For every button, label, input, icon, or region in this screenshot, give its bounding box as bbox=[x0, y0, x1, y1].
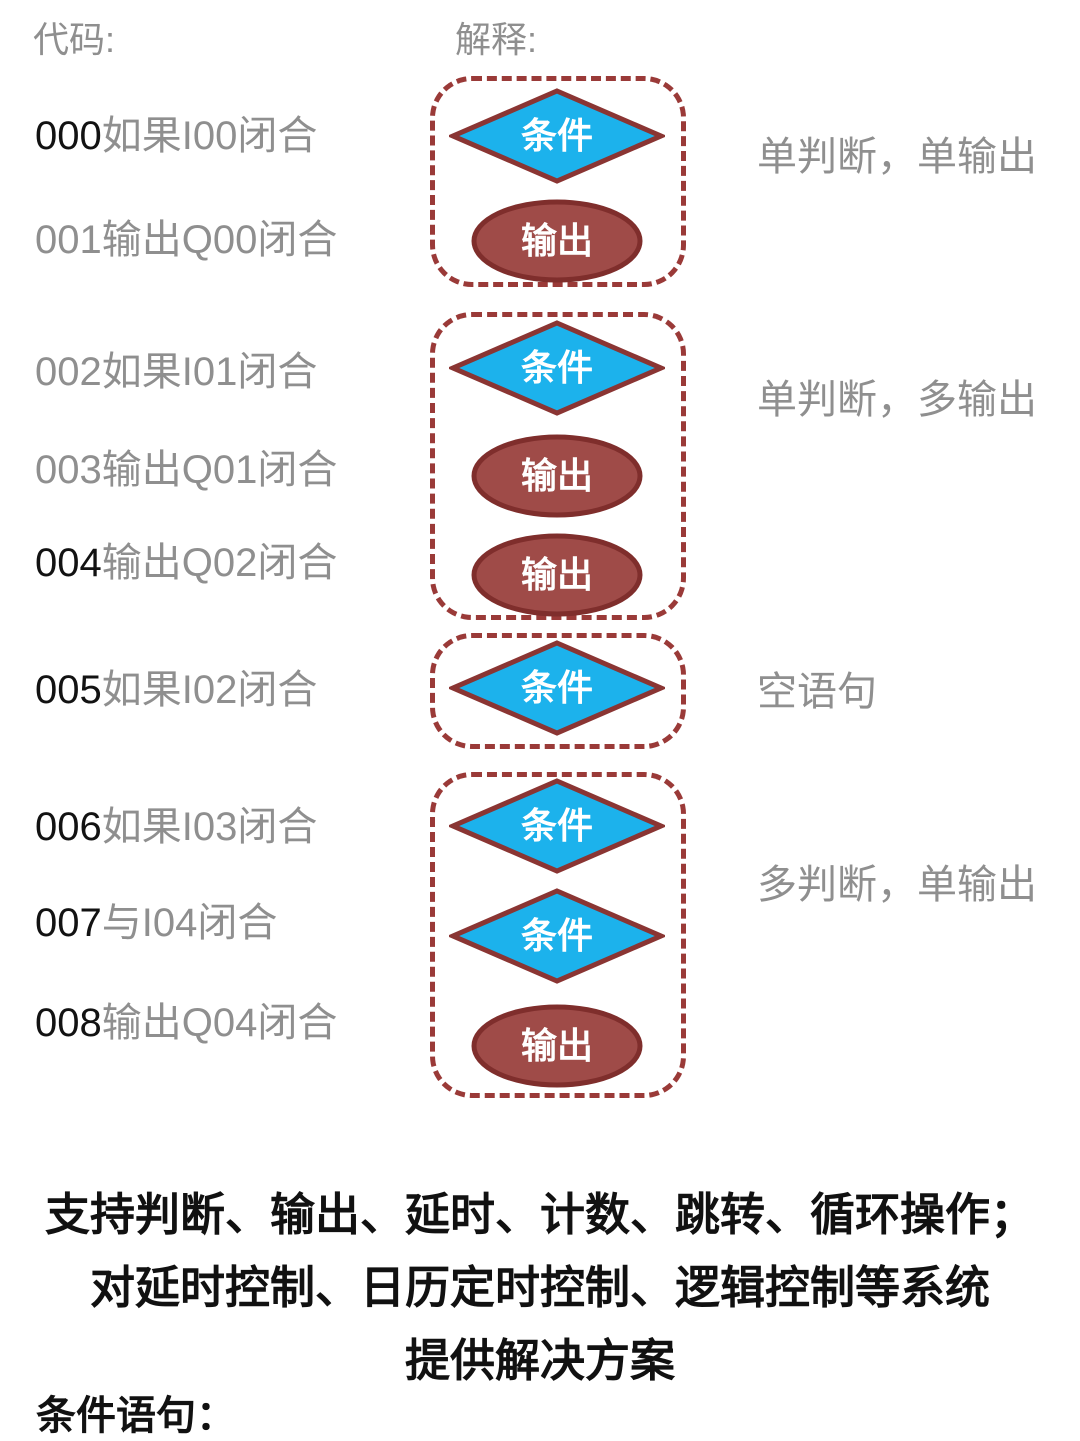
code-line: 001输出Q00闭合 bbox=[35, 216, 337, 264]
code-line-number: 003 bbox=[35, 448, 102, 492]
code-line-number: 001 bbox=[35, 218, 102, 262]
code-line-text: 如果I02闭合 bbox=[101, 668, 318, 712]
code-line-text: 与I04闭合 bbox=[101, 901, 278, 945]
condition-diamond: 条件 bbox=[449, 87, 665, 185]
feature-summary-line2: 对延时控制、日历定时控制、逻辑控制等系统 bbox=[89, 1262, 990, 1313]
code-line-text: 输出Q00闭合 bbox=[101, 218, 338, 262]
code-line: 000如果I00闭合 bbox=[35, 112, 317, 160]
group-annotation: 单判断，多输出 bbox=[757, 378, 1037, 422]
feature-summary-line3: 提供解决方案 bbox=[404, 1335, 675, 1386]
condition-diamond: 条件 bbox=[449, 887, 665, 985]
code-line-text: 如果I03闭合 bbox=[101, 805, 318, 849]
code-line-number: 006 bbox=[35, 805, 102, 849]
output-ellipse: 输出 bbox=[471, 1004, 643, 1088]
code-line-text: 如果I01闭合 bbox=[101, 350, 318, 394]
code-line-number: 008 bbox=[35, 1001, 102, 1045]
condition-diamond: 条件 bbox=[449, 777, 665, 875]
code-line-text: 输出Q04闭合 bbox=[101, 1001, 338, 1045]
code-line-number: 002 bbox=[35, 350, 102, 394]
output-label: 输出 bbox=[520, 220, 593, 261]
flow-group-multi-judge-single-output bbox=[430, 772, 686, 1098]
output-ellipse: 输出 bbox=[471, 533, 643, 617]
code-line: 008输出Q04闭合 bbox=[35, 999, 337, 1047]
condition-label: 条件 bbox=[520, 347, 593, 388]
code-line-number: 004 bbox=[35, 541, 102, 585]
code-line: 005如果I02闭合 bbox=[35, 666, 317, 714]
code-line-number: 000 bbox=[35, 114, 102, 158]
condition-label: 条件 bbox=[520, 115, 593, 156]
group-annotation: 多判断，单输出 bbox=[757, 863, 1037, 907]
feature-summary-line1: 支持判断、输出、延时、计数、跳转、循环操作； bbox=[44, 1189, 1035, 1240]
code-line: 007与I04闭合 bbox=[35, 899, 277, 947]
code-line: 006如果I03闭合 bbox=[35, 803, 317, 851]
code-line-number: 005 bbox=[35, 668, 102, 712]
code-line-number: 007 bbox=[35, 901, 102, 945]
flow-group-single-judge-single-output bbox=[430, 76, 686, 287]
feature-summary: 支持判断、输出、延时、计数、跳转、循环操作； 对延时控制、日历定时控制、逻辑控制… bbox=[0, 1178, 1080, 1397]
condition-label: 条件 bbox=[520, 805, 593, 846]
condition-statement-heading: 条件语句： bbox=[36, 1394, 236, 1438]
output-label: 输出 bbox=[520, 1025, 593, 1066]
flow-group-single-judge-multi-output bbox=[430, 312, 686, 620]
condition-diamond: 条件 bbox=[449, 319, 665, 417]
code-line: 003输出Q01闭合 bbox=[35, 446, 337, 494]
code-line: 004输出Q02闭合 bbox=[35, 539, 337, 587]
code-line-text: 输出Q01闭合 bbox=[101, 448, 338, 492]
output-ellipse: 输出 bbox=[471, 199, 643, 283]
output-label: 输出 bbox=[520, 554, 593, 595]
code-line-text: 输出Q02闭合 bbox=[101, 541, 338, 585]
condition-label: 条件 bbox=[520, 915, 593, 956]
code-column-label: 代码: bbox=[33, 19, 116, 60]
group-annotation: 单判断，单输出 bbox=[757, 135, 1037, 179]
code-line-text: 如果I00闭合 bbox=[101, 114, 318, 158]
group-annotation: 空语句 bbox=[757, 670, 877, 714]
flow-group-empty-statement bbox=[430, 633, 686, 749]
explain-column-label: 解释: bbox=[455, 19, 538, 60]
code-line: 002如果I01闭合 bbox=[35, 348, 317, 396]
output-label: 输出 bbox=[520, 455, 593, 496]
condition-label: 条件 bbox=[520, 667, 593, 708]
output-ellipse: 输出 bbox=[471, 434, 643, 518]
condition-diamond: 条件 bbox=[449, 639, 665, 737]
